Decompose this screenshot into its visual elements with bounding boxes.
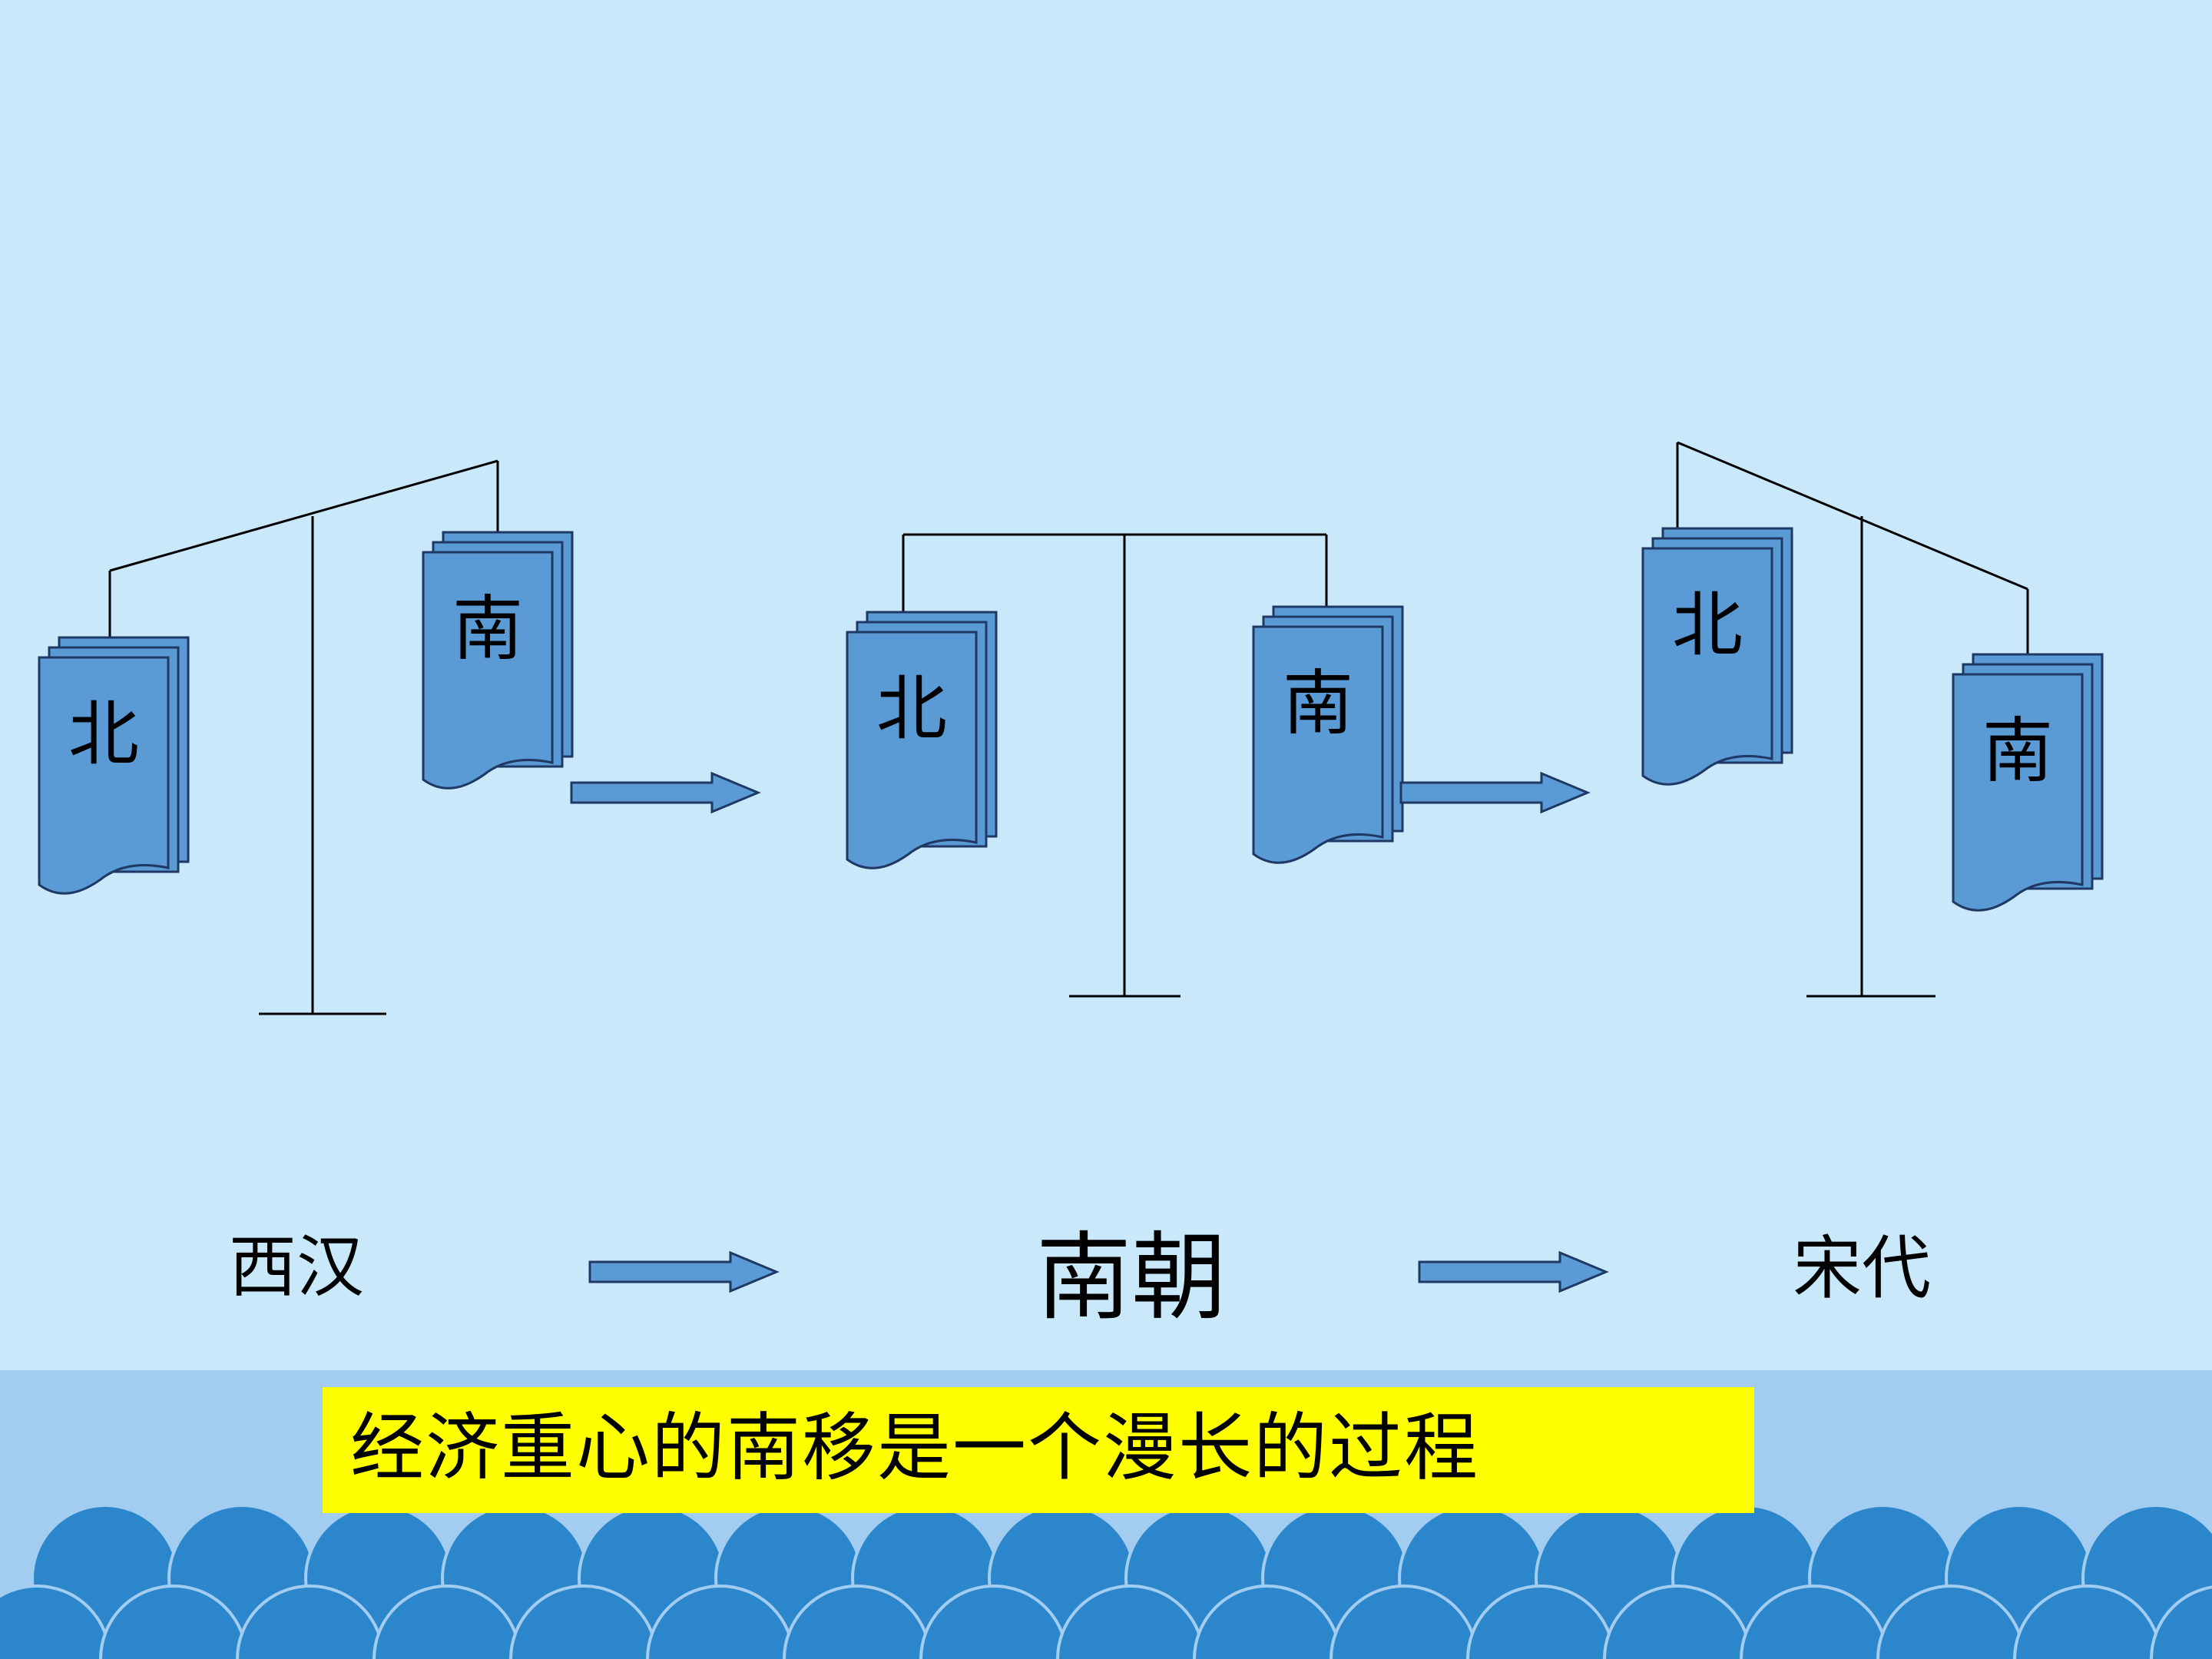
document-label: 南 [1283, 662, 1353, 744]
arrow-shape [570, 771, 761, 814]
arrow-right-icon [1399, 771, 1591, 814]
arrow-shape [588, 1250, 780, 1293]
south-document: 南 [422, 531, 574, 790]
document-front-sheet [1252, 625, 1384, 864]
scallop [1193, 1584, 1342, 1659]
scallop [2150, 1585, 2212, 1659]
scallop [1466, 1584, 1615, 1659]
caption-highlight: 经济重心的南移是一个漫长的过程 [323, 1387, 1754, 1513]
document-front-sheet [422, 551, 554, 790]
document-label: 北 [1672, 584, 1743, 666]
document-label: 北 [68, 693, 139, 775]
south-document: 南 [1252, 605, 1404, 864]
scallop-decoration [0, 1504, 2212, 1659]
scallop [1603, 1584, 1752, 1659]
arrow-right-icon [1418, 1250, 1609, 1293]
scallop [236, 1584, 385, 1659]
arrow-shape [1399, 771, 1591, 814]
scallop [919, 1584, 1068, 1659]
scale-western-han: 北 南 [38, 459, 574, 1015]
scale-southern-dynasties: 北 南 [846, 533, 1404, 998]
document-label: 南 [452, 588, 523, 670]
document-front-sheet [1952, 673, 2084, 912]
scale-song-dynasty: 北 南 [1641, 441, 2104, 998]
arrow-shape [1418, 1250, 1609, 1293]
scallop [0, 1584, 111, 1659]
south-document: 南 [1952, 653, 2104, 912]
scale-beam [109, 459, 498, 572]
document-front-sheet [1641, 547, 1773, 786]
scallop [373, 1584, 522, 1659]
north-document: 北 [846, 611, 998, 869]
document-label: 南 [1982, 710, 2053, 792]
document-front-sheet [846, 631, 978, 869]
scallop [509, 1584, 658, 1659]
scallop [646, 1584, 795, 1659]
era-label-song-dynasty: 宋代 [1793, 1228, 1931, 1309]
caption-text: 经济重心的南移是一个漫长的过程 [350, 1405, 1479, 1491]
scallop [99, 1584, 248, 1659]
scale-beam [1677, 441, 2028, 591]
scallop [1740, 1584, 1889, 1659]
era-label-western-han: 西汉 [229, 1227, 364, 1306]
scallop [1330, 1584, 1479, 1659]
north-document: 北 [1641, 527, 1793, 786]
scallop [1876, 1584, 2025, 1659]
arrow-right-icon [570, 771, 761, 814]
scallop [1056, 1584, 1205, 1659]
era-label-southern-dynasties: 南朝 [1036, 1223, 1227, 1333]
north-document: 北 [38, 636, 190, 895]
scallop [783, 1584, 932, 1659]
scallop [2013, 1584, 2162, 1659]
arrow-right-icon [588, 1250, 780, 1293]
document-label: 北 [876, 667, 947, 750]
document-front-sheet [38, 656, 170, 895]
